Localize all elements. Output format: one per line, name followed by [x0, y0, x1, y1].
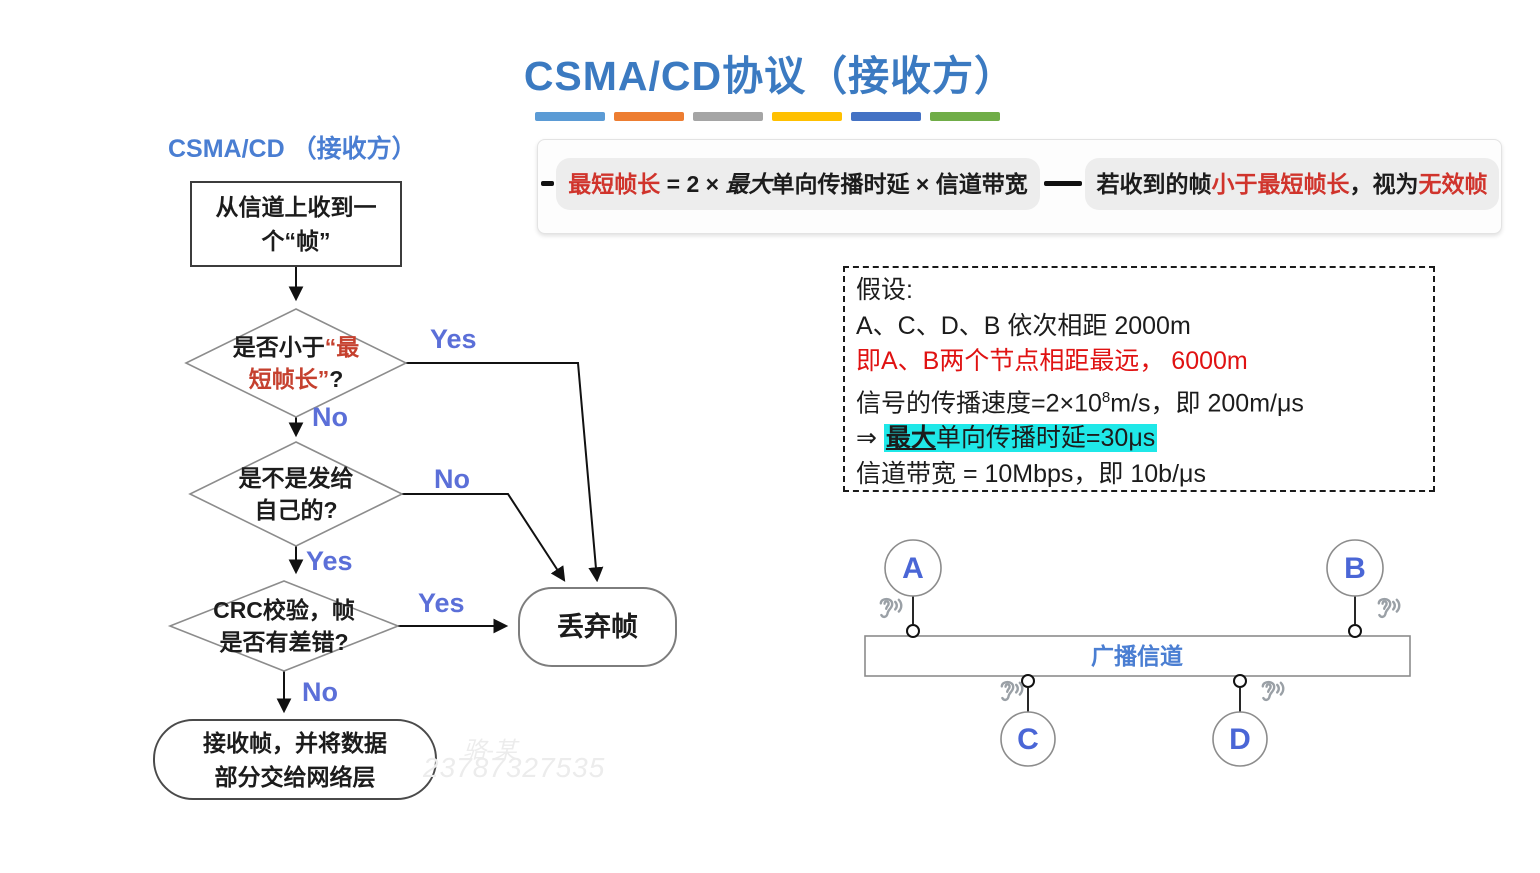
diamond-crc-text: CRC校验，帧 是否有差错?	[174, 594, 394, 658]
flow-diamonds	[167, 308, 408, 672]
node-d-circle	[1212, 711, 1268, 767]
node-d-label: D	[1229, 723, 1251, 756]
node-c-label: C	[1017, 723, 1039, 756]
broadcast-channel-bar	[864, 635, 1411, 677]
formula-bold-run: 最大	[725, 171, 772, 197]
flow-arrows	[276, 267, 604, 714]
diamond-crc-check	[167, 580, 401, 672]
flow-start-line1: 从信道上收到一	[215, 194, 377, 220]
node-b-circle	[1326, 539, 1384, 597]
d1-black-run: ?	[329, 366, 344, 392]
label-yes: Yes	[306, 546, 353, 576]
accent-bar	[535, 112, 605, 121]
node-b-label: B	[1344, 552, 1366, 585]
diamond-addressed-text: 是不是发给 自己的?	[186, 462, 406, 526]
node-c-circle	[1000, 711, 1056, 767]
discard-frame-box: 丢弃帧	[518, 587, 677, 667]
watermark-name: 骆-某	[463, 737, 517, 763]
d2-line2: 自己的?	[254, 497, 338, 523]
formula-red-run: 小于最短帧长	[1211, 171, 1350, 197]
receive-line1: 接收帧，并将数据	[203, 729, 387, 756]
node-links	[912, 596, 1356, 712]
highlighted-delay: 最大单向传播时延=30μs	[883, 424, 1158, 453]
node-a-circle	[884, 539, 942, 597]
label-no: No	[312, 402, 348, 432]
accent-bar	[851, 112, 921, 121]
diamond-addressed-to-me	[188, 441, 404, 547]
speed-run: m/s，即 200m/μs	[1110, 388, 1304, 417]
formula-invalid-frame: 若收到的帧小于最短帧长，视为无效帧	[1085, 158, 1499, 210]
accent-bars	[535, 112, 1000, 121]
accent-bar	[693, 112, 763, 121]
flow-start-line2: 个“帧”	[261, 228, 331, 254]
d2-line1: 是不是发给	[238, 465, 354, 491]
bullet-dash	[541, 181, 554, 186]
delay-bold-run: 最大	[885, 424, 936, 453]
speed-exponent: 8	[1101, 388, 1111, 406]
assumptions-box: 假设: A、C、D、B 依次相距 2000m 即A、B两个节点相距最远， 600…	[843, 266, 1435, 492]
formula-red-run: 无效帧	[1418, 171, 1488, 197]
ear-icon	[1261, 680, 1285, 702]
formula-min-frame-length: 最短帧长 = 2 × 最大单向传播时延 × 信道带宽	[556, 158, 1040, 210]
assumption-line: 信道带宽 = 10Mbps，即 10b/μs	[856, 459, 1206, 488]
label-yes: Yes	[418, 588, 465, 618]
accent-bar	[930, 112, 1000, 121]
broadcast-channel-label: 广播信道	[1091, 643, 1183, 669]
network-diagram: A B C D 广播信道	[864, 539, 1411, 767]
formula-run: ，视为	[1349, 171, 1419, 197]
connector-dash	[1044, 181, 1082, 186]
assumption-line: ⇒ 最大单向传播时延=30μs	[856, 421, 1422, 457]
formula-run: 单向传播时延 × 信道带宽	[771, 171, 1028, 197]
accent-bar	[614, 112, 684, 121]
node-letters: A B C D	[902, 552, 1366, 756]
assumption-line: 假设:	[856, 276, 913, 304]
diamond-min-frame-check	[184, 308, 408, 418]
formula-red-run: 最短帧长	[568, 171, 661, 197]
ear-icon	[1000, 680, 1024, 702]
d3-line2: 是否有差错?	[219, 629, 349, 655]
d1-red-run: 短帧长”	[248, 366, 330, 392]
page-title: CSMA/CD协议（接收方）	[523, 53, 1017, 99]
node-a-label: A	[902, 552, 924, 585]
arrow-run: ⇒	[856, 424, 884, 453]
ear-icon	[1377, 597, 1401, 619]
d1-red-run: “最	[324, 334, 360, 360]
accent-bar	[772, 112, 842, 121]
label-no: No	[434, 464, 470, 494]
formula-run: = 2 ×	[660, 171, 726, 197]
watermark-number: 23787327535	[423, 752, 606, 783]
receive-line2: 部分交给网络层	[214, 763, 376, 790]
ear-icon	[879, 597, 903, 619]
diamond-min-frame-text: 是否小于“最 短帧长”?	[186, 331, 406, 395]
flow-start-box: 从信道上收到一 个“帧”	[190, 181, 402, 267]
assumption-line: A、C、D、B 依次相距 2000m	[856, 311, 1191, 340]
tap-dots	[906, 624, 1362, 688]
d3-line1: CRC校验，帧	[213, 597, 355, 623]
receive-frame-box: 接收帧，并将数据 部分交给网络层	[153, 719, 437, 800]
speed-run: 信号的传播速度=2×10	[856, 388, 1102, 417]
arrow-d2-no-to-discard	[402, 493, 566, 582]
assumption-line-red: 即A、B两个节点相距最远， 6000m	[856, 347, 1248, 375]
assumption-line: 信号的传播速度=2×108m/s，即 200m/μs	[856, 380, 1422, 422]
label-no: No	[302, 677, 338, 707]
formula-run: 若收到的帧	[1096, 171, 1212, 197]
delay-run: 单向传播时延=30μs	[935, 424, 1156, 453]
d1-black-run: 是否小于	[232, 334, 325, 360]
arrow-d1-yes-to-discard	[406, 362, 604, 583]
label-yes: Yes	[430, 324, 477, 354]
node-circles	[884, 539, 1384, 767]
flowchart-heading: CSMA/CD （接收方）	[168, 135, 417, 163]
